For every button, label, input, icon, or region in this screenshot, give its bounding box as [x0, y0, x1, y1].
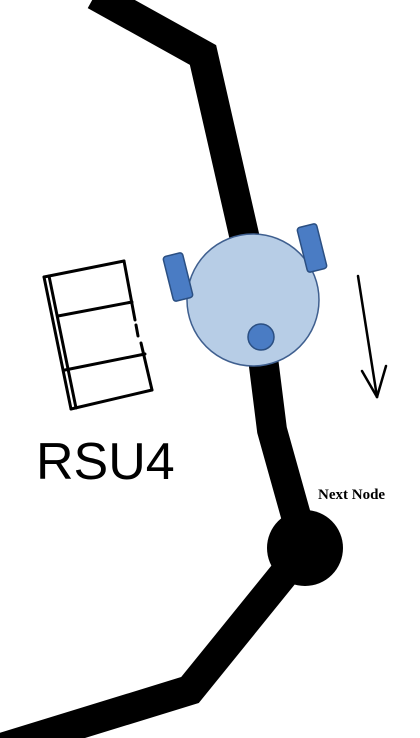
rsu-label: RSU4: [36, 433, 175, 491]
robot-body: [186, 233, 320, 367]
arrow-down-icon: [356, 274, 388, 399]
next-node-dot: [267, 510, 343, 586]
rsu-box-icon: [42, 259, 154, 411]
road-path: [0, 0, 322, 738]
robot-icon: [162, 223, 328, 367]
next-node-label: Next Node: [318, 487, 385, 503]
robot-sensor: [247, 323, 275, 351]
robot-wheel-left: [162, 252, 194, 302]
robot-wheel-right: [296, 223, 328, 273]
